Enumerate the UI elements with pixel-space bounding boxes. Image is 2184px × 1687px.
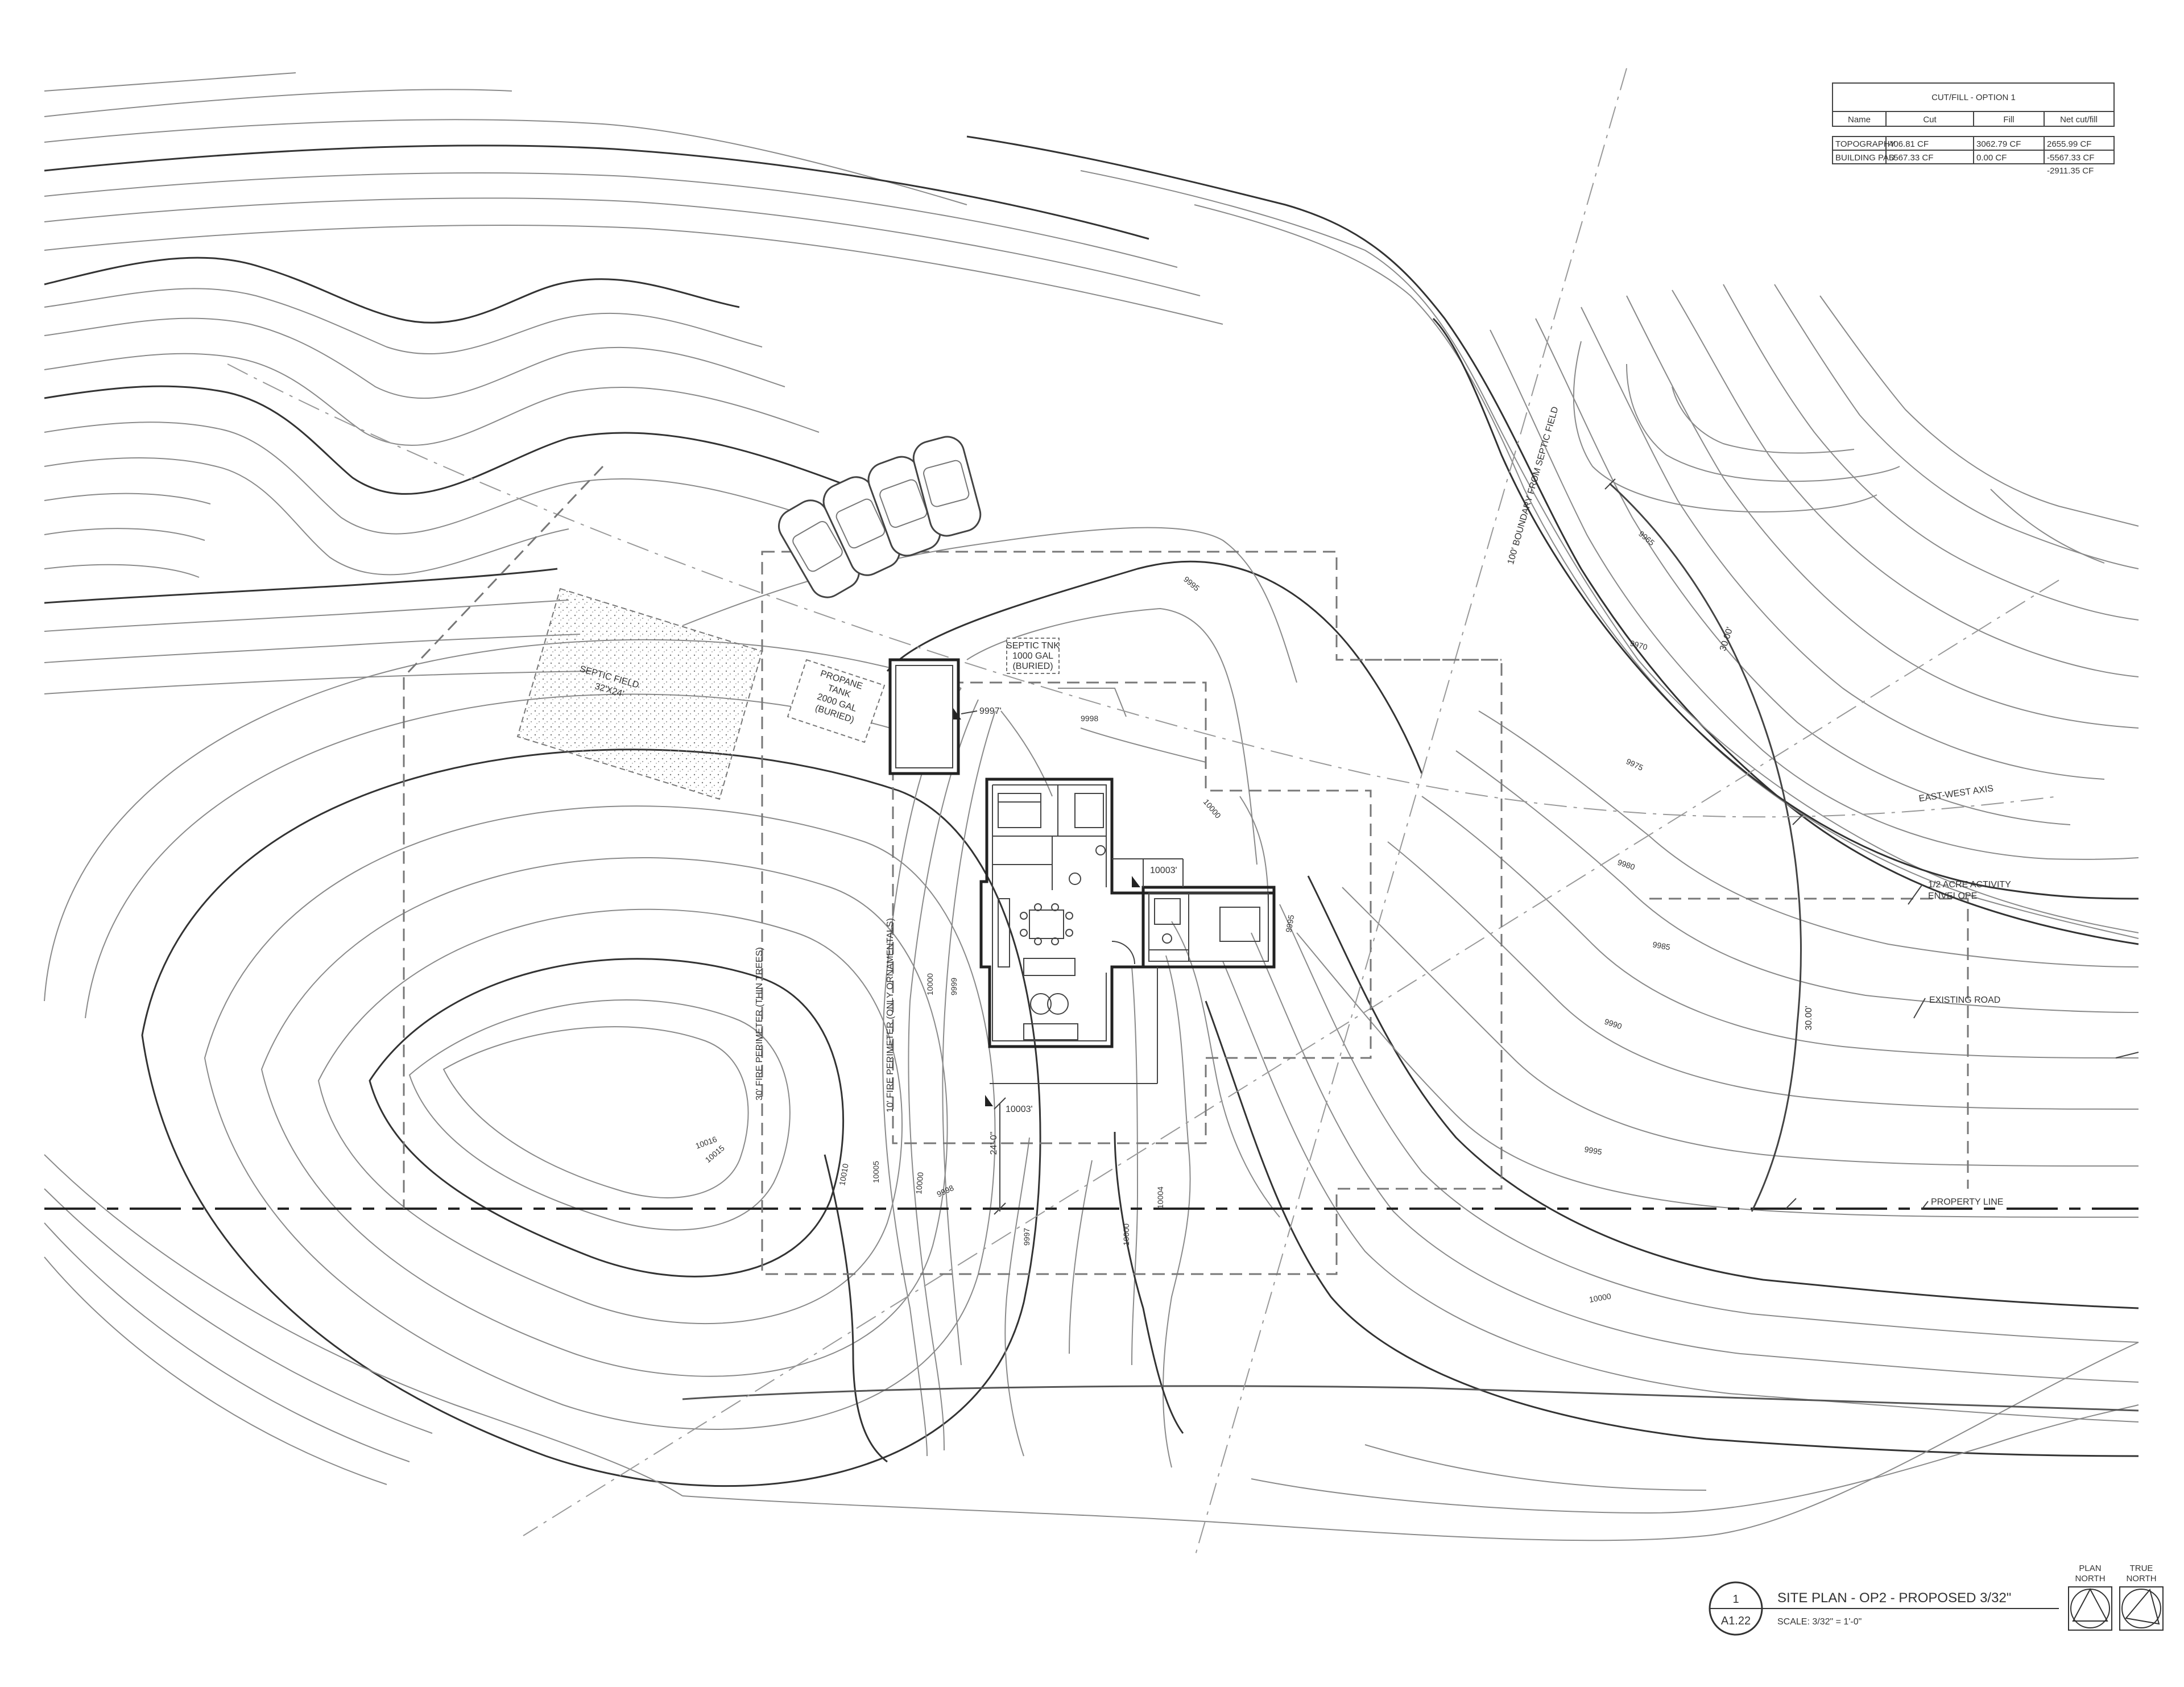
dim-30-lower: 30.00' (1804, 1006, 1814, 1030)
plan-north-label-1: PLAN (2079, 1564, 2101, 1573)
east-west-axis-label: EAST-WEST AXIS (1918, 784, 1994, 804)
table-row-net: 2655.99 CF (2047, 139, 2091, 149)
contour-label: 10000 (1122, 1223, 1131, 1246)
contour-label: 9995 (1284, 914, 1296, 933)
house-plan (979, 778, 1276, 1048)
table-total: -2911.35 CF (2047, 166, 2094, 176)
septic-field: SEPTIC FIELD 32'X24' (516, 588, 763, 800)
contour-label: 10010 (837, 1163, 850, 1186)
cut-fill-table: CUT/FILL - OPTION 1 Name Cut Fill Net cu… (1832, 82, 2115, 176)
contour-label: 10000 (914, 1172, 925, 1194)
plan-north-label-2: NORTH (2075, 1574, 2105, 1583)
table-row-net: -5567.33 CF (2047, 153, 2094, 163)
contour-label: 9985 (1652, 940, 1671, 952)
table-row-fill: 3062.79 CF (1976, 139, 2021, 149)
contour-label: 9999 (949, 978, 958, 995)
contour-label: 9990 (1603, 1017, 1623, 1031)
drawing-title: SITE PLAN - OP2 - PROPOSED 3/32" (1777, 1590, 2011, 1606)
propane-tank: PROPANE TANK 2000 GAL (BURIED) (787, 659, 886, 743)
table-title: CUT/FILL - OPTION 1 (1931, 93, 2016, 102)
table-row-cut: 5567.33 CF (1889, 153, 1933, 163)
detail-number: 1 (1732, 1593, 1739, 1606)
col-header-cut: Cut (1923, 115, 1937, 125)
contour-label: 9997 (1022, 1228, 1031, 1246)
contour-label: 9998 (936, 1183, 956, 1199)
contour-labels: 9965 9970 9975 9980 9985 9990 9995 9995 … (694, 529, 1672, 1304)
contour-lines (44, 72, 2139, 1541)
contour-label: 9995 (1583, 1144, 1603, 1156)
contour-label: 10005 (871, 1161, 880, 1183)
existing-road-label: EXISTING ROAD (1929, 995, 2000, 1005)
contour-label: 9998 (1081, 714, 1098, 723)
dim-24ft: 24'-0" (989, 1132, 999, 1155)
col-header-name: Name (1848, 115, 1871, 125)
boundary-lines (44, 68, 2139, 1559)
contour-label: 10004 (1156, 1186, 1165, 1209)
spot-elevation-house-sw: 10003' (1006, 1105, 1033, 1114)
true-north-arrow-icon (2119, 1586, 2164, 1631)
property-line-label: PROPERTY LINE (1931, 1197, 2003, 1207)
fire-perimeter-10-label: 10' FIRE PERIMETER (ONLY ORNAMENTALS) (886, 918, 895, 1113)
sheet-number: A1.22 (1721, 1615, 1751, 1627)
table-row-name: TOPOGRAPHY (1835, 139, 1896, 149)
house-spot-elevations: 10003' 10003' 24'-0" (985, 858, 1184, 1215)
contour-label: 9965 (1637, 529, 1656, 547)
true-north-label-1: TRUE (2130, 1564, 2153, 1573)
contour-label: 10000 (925, 973, 934, 995)
fire-perimeter-30-label: 30' FIRE PERIMETER (THIN TREES) (755, 947, 764, 1100)
parked-cars (778, 436, 982, 598)
table-row-fill: 0.00 CF (1976, 153, 2007, 163)
col-header-fill: Fill (2003, 115, 2014, 125)
septic-tank-label-1: SEPTIC TNK (1006, 641, 1060, 651)
septic-tank: SEPTIC TNK 1000 GAL (BURIED) 9997' (888, 638, 1060, 775)
septic-tank-label-2: 1000 GAL (1012, 651, 1053, 661)
true-north-label-2: NORTH (2126, 1574, 2156, 1583)
drawing-scale: SCALE: 3/32" = 1'-0" (1777, 1617, 1862, 1627)
spot-elevation-house-ne: 10003' (1150, 866, 1177, 875)
spot-elevation-tank: 9997' (979, 706, 1002, 716)
table-row-cut: 406.81 CF (1889, 139, 1929, 149)
plan-north-arrow-icon (2068, 1586, 2112, 1631)
contour-label: 9975 (1625, 756, 1645, 772)
contour-label: 9980 (1616, 858, 1636, 872)
septic-tank-label-3: (BURIED) (1012, 661, 1053, 671)
table-row-name: BUILDING PAD (1835, 153, 1895, 163)
contour-label: 9995 (1182, 574, 1201, 593)
col-header-net: Net cut/fill (2060, 115, 2098, 125)
contour-label: 10000 (1202, 797, 1223, 820)
activity-envelope-label-2: ENVELOPE (1928, 891, 1977, 901)
activity-envelope-label-1: 1/2 ACRE ACTIVITY (1928, 880, 2011, 890)
contour-label: 9970 (1629, 638, 1648, 652)
title-block: 1 A1.22 SITE PLAN - OP2 - PROPOSED 3/32"… (1709, 1564, 2164, 1636)
contour-label: 10000 (1589, 1291, 1612, 1304)
